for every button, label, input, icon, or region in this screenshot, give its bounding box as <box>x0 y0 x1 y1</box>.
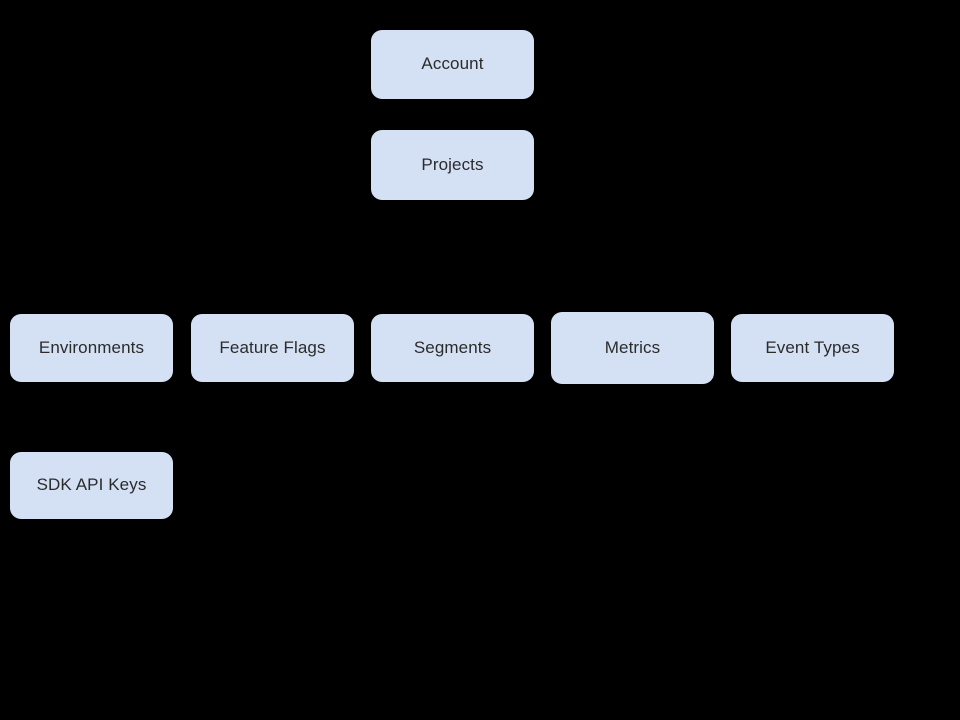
node-account[interactable]: Account <box>371 30 534 99</box>
node-segments[interactable]: Segments <box>371 314 534 382</box>
node-label-account: Account <box>421 54 484 74</box>
node-projects[interactable]: Projects <box>371 130 534 200</box>
node-label-metrics: Metrics <box>604 337 661 357</box>
node-metrics[interactable]: Metrics <box>551 312 714 384</box>
node-label-segments: Segments <box>413 337 492 357</box>
node-label-environments: Environments <box>38 337 145 357</box>
node-sdk-api-keys[interactable]: SDK API Keys <box>10 452 173 519</box>
node-feature-flags[interactable]: Feature Flags <box>191 314 354 382</box>
node-label-sdk-api-keys: SDK API Keys <box>36 475 147 495</box>
node-label-event-types: Event Types <box>765 337 860 357</box>
node-environments[interactable]: Environments <box>10 314 173 382</box>
node-label-feature-flags: Feature Flags <box>219 337 326 357</box>
node-event-types[interactable]: Event Types <box>731 314 894 382</box>
node-label-projects: Projects <box>421 154 484 174</box>
